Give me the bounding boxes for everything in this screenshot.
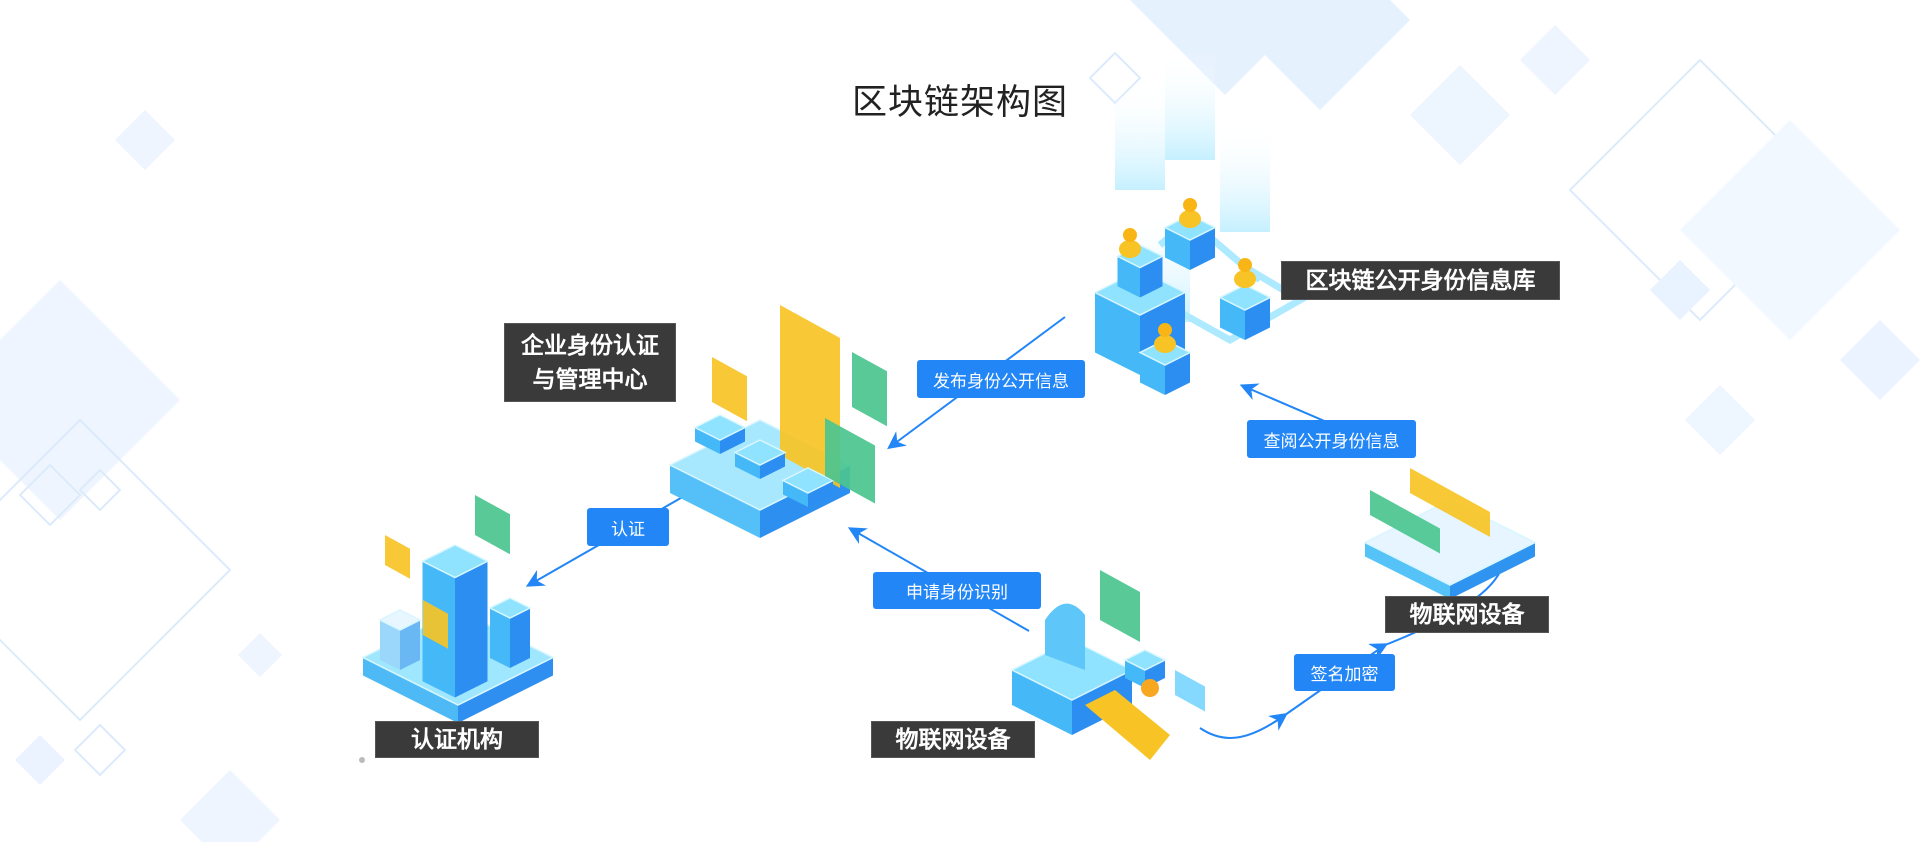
briefcase-card-icon	[852, 352, 887, 427]
cert-small-block-left	[380, 620, 400, 670]
person-icon-head	[1183, 198, 1197, 212]
node-glow	[1115, 80, 1165, 190]
mail-card-icon	[712, 357, 747, 422]
label-iot-bottom: 物联网设备	[871, 721, 1035, 758]
node-glow	[1220, 122, 1270, 232]
gold-card-icon	[1410, 468, 1490, 537]
bg-diamond	[115, 110, 175, 170]
bg-diamond	[1545, 45, 1575, 75]
center-base-left	[670, 465, 760, 538]
label-line: 企业身份认证	[521, 332, 659, 359]
cert-side-block-top	[488, 597, 532, 619]
page-title: 区块链架构图	[851, 83, 1068, 123]
camera-key-top	[781, 467, 835, 494]
edge-apply-label: 申请身份识别	[873, 572, 1041, 609]
shield-key-left	[735, 452, 760, 479]
chain-node-left	[1220, 297, 1245, 340]
chain-node-left	[1140, 352, 1165, 395]
edge-publish-label: 发布身份公开信息	[917, 360, 1085, 398]
bg-diamond	[180, 770, 280, 842]
person-icon-head	[1238, 258, 1252, 272]
bg-diamond	[0, 280, 180, 520]
shield-key-top	[733, 439, 787, 466]
iot-camera-left	[1125, 660, 1145, 688]
iot-coin-icon	[1141, 679, 1159, 697]
cert-base-left	[363, 657, 458, 723]
person-icon-body	[1234, 270, 1256, 288]
bg-diamond	[78, 468, 122, 512]
bg-diamond	[1685, 385, 1755, 455]
id-card-icon	[825, 418, 875, 504]
gold-cube-icon	[385, 535, 410, 579]
money-card-icon	[1370, 490, 1440, 554]
bg-diamond	[1840, 320, 1920, 400]
bg-diamond	[15, 735, 65, 785]
bg-diamond	[18, 463, 82, 527]
gear-key-top	[693, 414, 747, 441]
label-iot-right: 物联网设备	[1385, 596, 1549, 633]
person-icon-head	[1123, 228, 1137, 242]
person-icon-body	[1119, 240, 1141, 258]
edge-certify-label: 认证	[587, 508, 669, 546]
cert-small-block-top	[378, 609, 422, 631]
cert-side-block-left	[490, 608, 510, 668]
camera-key-left	[783, 480, 808, 507]
label-line: 与管理中心	[532, 366, 648, 393]
cert-tower-top	[420, 544, 490, 579]
iot-printer-left	[1012, 670, 1072, 735]
iot-camera-top	[1123, 649, 1167, 671]
person-icon-head	[1158, 323, 1172, 337]
iot-paper-strip	[1085, 690, 1170, 760]
chain-node-top	[1218, 284, 1272, 311]
cert-tower-right	[455, 561, 488, 698]
node-glow	[1165, 50, 1215, 160]
bg-triangle	[1130, 0, 1320, 95]
illustrations	[359, 50, 1537, 763]
bg-diamond	[73, 723, 127, 777]
bg-diamond	[1410, 65, 1510, 165]
chain-node-right	[1245, 297, 1270, 340]
chain-node-left	[1165, 227, 1190, 270]
bg-diamond	[1680, 120, 1900, 340]
bank-card-icon	[475, 495, 510, 555]
label-cert-org: 认证机构	[375, 721, 539, 758]
bg-diamond	[0, 418, 232, 722]
edge-sign-label: 签名加密	[1294, 654, 1395, 691]
phone-device-right	[1450, 542, 1535, 599]
gear-key-left	[695, 427, 720, 454]
phone-device-left	[1365, 542, 1450, 599]
iot-rollers	[1045, 603, 1085, 670]
cert-small-block-right	[400, 620, 420, 670]
person-icon-body	[1179, 210, 1201, 228]
cert-base-right	[458, 657, 553, 723]
label-blockchain-db: 区块链公开身份信息库	[1281, 261, 1560, 300]
label-enterprise-center: 企业身份认证 与管理中心	[504, 323, 676, 402]
shield-key-right	[760, 452, 785, 479]
camera-key-right	[808, 480, 833, 507]
iot-chat-card-icon	[1100, 570, 1140, 642]
person-icon-body	[1154, 335, 1176, 353]
gear-key-right	[720, 427, 745, 454]
iot-printer-top	[1010, 639, 1134, 701]
dot	[359, 757, 365, 763]
chain-node-right	[1165, 352, 1190, 395]
edge-query-label: 查阅公开身份信息	[1247, 420, 1416, 458]
chain-node-right	[1190, 227, 1215, 270]
chain-main-top-left	[1117, 256, 1140, 298]
chain-main-node-left	[1095, 292, 1140, 375]
cert-side-block-right	[510, 608, 530, 668]
chain-main-top-right	[1140, 256, 1163, 298]
gold-cube-icon	[423, 600, 448, 649]
bg-diamond	[1650, 260, 1710, 320]
iot-phone-icon	[1175, 670, 1205, 712]
bg-diamond	[238, 633, 282, 677]
